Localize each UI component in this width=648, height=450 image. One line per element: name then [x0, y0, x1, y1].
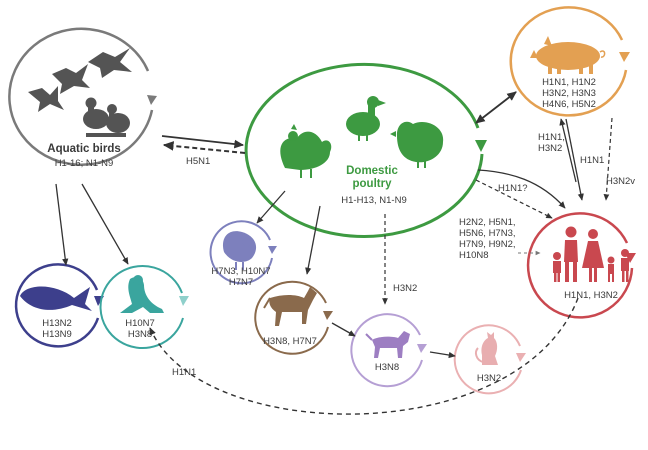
pig-subtypes-line1: H1N1, H1N2	[542, 77, 596, 88]
poultry-title-line2: poultry	[352, 178, 392, 190]
horse-dog-arrow	[331, 322, 356, 337]
cat-subtypes: H3N2	[476, 373, 502, 384]
poultry-pig-arrow	[475, 91, 517, 124]
edge-label-poultry-dog: H3N2	[393, 283, 418, 294]
seal-subtypes-line2: H3N8	[127, 329, 153, 340]
edge-label-human-seal: H1N1	[172, 367, 197, 378]
edge-label-poultry-human-list-4: H10N8	[459, 250, 489, 261]
horse-node	[254, 280, 333, 355]
edge-label-pig-human-left-1: H1N1,	[538, 132, 565, 143]
ducks-icon	[83, 97, 130, 137]
cat-icon	[474, 332, 498, 365]
dog-node	[350, 313, 427, 388]
dog-icon	[365, 331, 410, 358]
hen-icon	[390, 121, 444, 168]
human-node	[526, 212, 636, 319]
turkey-subtypes-line2: H7N7	[228, 277, 254, 288]
edge-label-pig-human-left-2: H3N2	[538, 143, 563, 154]
pig-human-mid-arrow	[565, 118, 584, 201]
pig-human-right-arrow	[603, 117, 613, 201]
edge-label-aquatic-poultry: H5N1	[186, 156, 211, 167]
family-icon	[553, 226, 629, 282]
poultry-turkey-arrow	[256, 190, 286, 224]
aquatic-birds-node	[8, 27, 157, 167]
dog-subtypes: H3N8	[374, 362, 400, 373]
poultry-human-dashed-arrow	[475, 179, 553, 219]
turkey-subtypes-line1: H7N3, H10N7	[211, 266, 271, 277]
poultry-subtypes: H1-H13, N1-N9	[341, 195, 407, 206]
birds-flying-icon	[28, 48, 132, 112]
dog-cat-arrow	[429, 351, 456, 359]
horse-icon	[263, 287, 317, 326]
poultry-horse-arrow	[305, 205, 321, 275]
rooster-icon	[280, 124, 332, 178]
edge-label-poultry-human-list-1: H2N2, H5N1,	[459, 217, 516, 228]
pig-node	[509, 6, 630, 117]
aquatic-seal-arrow	[81, 183, 129, 265]
edge-label-pig-human-right: H3N2v	[606, 176, 636, 187]
cat-node	[453, 324, 526, 395]
human-seal-arrow	[149, 297, 579, 415]
aquatic-poultry-arrows	[161, 135, 246, 154]
duck-icon	[346, 96, 386, 141]
seal-icon	[120, 275, 164, 313]
whale-subtypes-line2: H13N9	[42, 329, 72, 340]
human-subtypes: H1N1, H3N2	[564, 290, 618, 301]
aquatic-birds-title: Aquatic birds	[47, 143, 121, 155]
edge-label-poultry-human-q: H1N1?	[498, 183, 528, 194]
whale-subtypes-line1: H13N2	[42, 318, 72, 329]
poultry-title-line1: Domestic	[346, 165, 398, 177]
aquatic-whale-arrow	[55, 183, 69, 266]
whale-icon	[20, 286, 92, 311]
pig-subtypes-line2: H3N2, H3N3	[542, 88, 596, 99]
aquatic-birds-subtypes: H1-16; N1-N9	[54, 158, 114, 169]
pig-subtypes-line3: H4N6, H5N2	[542, 99, 596, 110]
edge-label-poultry-human-list-2: H5N6, H7N3,	[459, 228, 516, 239]
turkey-node	[209, 220, 277, 285]
seal-node	[99, 265, 189, 349]
edge-label-pig-human-mid: H1N1	[580, 155, 605, 166]
seal-subtypes-line1: H10N7	[125, 318, 155, 329]
pig-human-left-arrow	[559, 118, 577, 183]
turkey-icon	[222, 231, 257, 270]
poultry-human-solid-arrow	[477, 169, 566, 209]
edge-label-poultry-human-list-3: H7N9, H9N2,	[459, 239, 516, 250]
horse-subtypes: H3N8, H7N7	[263, 336, 317, 347]
pig-icon	[530, 36, 606, 74]
domestic-poultry-node	[244, 62, 487, 238]
